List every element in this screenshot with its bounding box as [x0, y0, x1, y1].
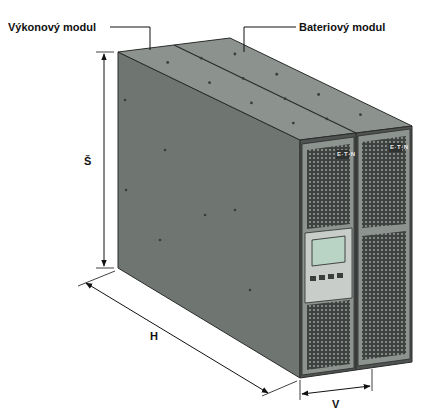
dimension-line: [86, 283, 268, 393]
panel-button: [337, 273, 343, 278]
vent-grill: [362, 231, 406, 360]
top-panel: [118, 38, 412, 140]
leader-line: [110, 27, 150, 50]
panel-button: [319, 275, 325, 280]
top-hole: [234, 53, 237, 56]
battery-bezel: [358, 129, 410, 366]
button-row: [310, 273, 343, 281]
top-holes: [166, 53, 362, 125]
front-seam: [355, 133, 356, 370]
side-screw: [249, 289, 252, 292]
side-screw: [234, 209, 237, 212]
control-panel: [305, 228, 352, 303]
side-screw: [204, 214, 207, 217]
power-bezel: [302, 137, 354, 375]
dimension-line: [302, 386, 370, 394]
top-hole: [359, 113, 362, 116]
extension-line: [96, 52, 114, 53]
top-hole: [166, 61, 169, 64]
side-screw: [164, 149, 167, 152]
top-hole: [208, 81, 211, 84]
part-label: Výkonový modul: [8, 21, 96, 33]
top-hole: [317, 93, 320, 96]
module-seam: [174, 45, 356, 133]
extension-line: [262, 381, 297, 396]
top-hole: [325, 118, 328, 121]
extension-line: [78, 271, 115, 286]
dimension-line: [104, 54, 105, 266]
leader-line: [244, 27, 296, 52]
top-hole: [284, 97, 287, 100]
top-hole: [292, 122, 295, 125]
dimension-label: V: [332, 398, 339, 410]
front-panel: [300, 126, 412, 378]
part-label: Bateriový modul: [299, 21, 385, 33]
side-screw: [125, 189, 128, 192]
vent-grill: [307, 300, 350, 370]
extension-line: [300, 380, 301, 400]
side-screw: [124, 99, 127, 102]
top-hole: [275, 73, 278, 76]
top-hole: [250, 101, 253, 104]
top-hole: [242, 77, 245, 80]
lcd-screen: [312, 236, 345, 266]
panel-button: [328, 274, 334, 279]
panel-button: [310, 276, 316, 281]
dimension-label: Š: [84, 155, 91, 167]
brand-logo: E·T·N: [337, 151, 356, 158]
dimension-label: H: [150, 330, 158, 342]
extension-line: [372, 369, 373, 391]
side-screws: [124, 99, 252, 292]
brand-logo: E·T·N: [390, 144, 409, 151]
side-screw: [159, 239, 162, 242]
extension-line: [96, 268, 114, 269]
top-hole: [200, 57, 203, 60]
